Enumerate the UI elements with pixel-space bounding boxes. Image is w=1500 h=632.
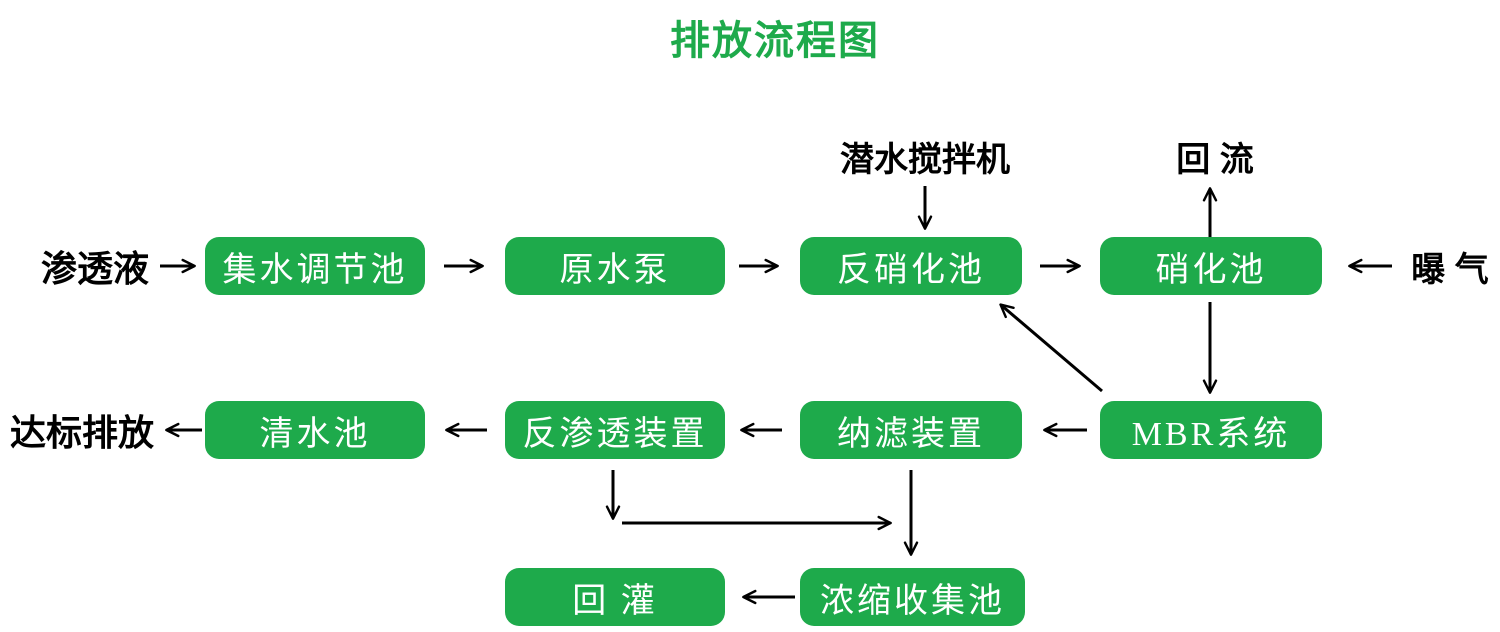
node-reverse-osmosis-unit: 反渗透装置	[505, 401, 725, 459]
node-raw-water-pump: 原水泵	[505, 237, 725, 295]
node-clear-water-tank: 清水池	[205, 401, 425, 459]
page-title: 排放流程图	[670, 19, 880, 63]
label-leachate: 渗透液	[40, 248, 149, 289]
label-reflux: 回 流	[1176, 140, 1254, 179]
label-aeration: 曝 气	[1411, 250, 1489, 289]
node-nanofiltration-unit: 纳滤装置	[800, 401, 1022, 459]
label-compliant-discharge: 达标排放	[9, 412, 154, 453]
node-reinjection: 回 灌	[505, 568, 725, 626]
node-concentrate-collection-tank: 浓缩收集池	[800, 568, 1025, 626]
label-submersible-mixer: 潜水搅拌机	[840, 140, 1010, 179]
arrow-mbr-to-denitrification	[999, 303, 1103, 393]
node-collecting-regulating-tank: 集水调节池	[205, 237, 425, 295]
node-denitrification-tank: 反硝化池	[800, 237, 1022, 295]
node-mbr-system: MBR系统	[1100, 401, 1322, 459]
node-nitrification-tank: 硝化池	[1100, 237, 1322, 295]
